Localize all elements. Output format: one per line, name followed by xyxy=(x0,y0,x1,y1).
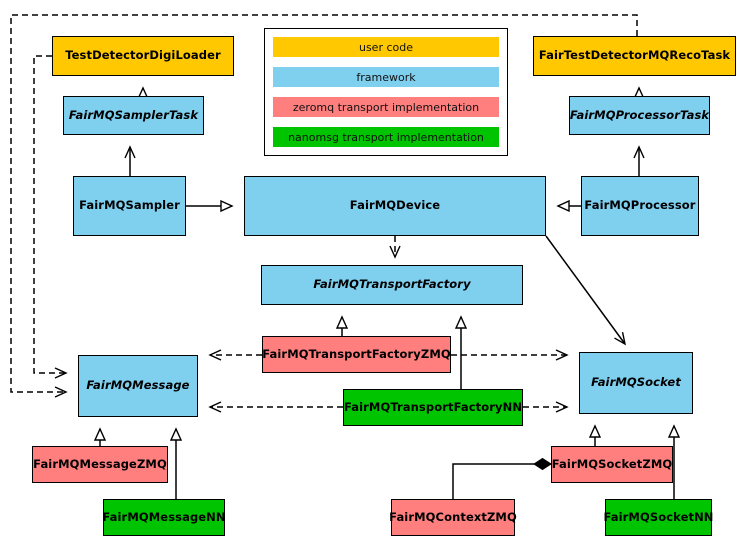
class-box-fairtestdetectormqrecotask[interactable]: FairTestDetectorMQRecoTask xyxy=(533,36,736,76)
edge-device-to-socket xyxy=(545,235,626,346)
class-box-fairmqcontextzmq[interactable]: FairMQContextZMQ xyxy=(389,499,517,536)
legend-item-user-code: user code xyxy=(273,37,499,57)
class-box-fairmqtransportfactory[interactable]: FairMQTransportFactory xyxy=(261,265,523,305)
class-box-fairmqsocketzmq[interactable]: FairMQSocketZMQ xyxy=(551,446,673,483)
color-legend: user code framework zeromq transport imp… xyxy=(264,28,508,156)
legend-item-nanomsg: nanomsg transport implementation xyxy=(273,127,499,147)
legend-item-framework: framework xyxy=(273,67,499,87)
class-box-fairmqtransportfactorynn[interactable]: FairMQTransportFactoryNN xyxy=(343,389,523,426)
class-box-fairmqsampler[interactable]: FairMQSampler xyxy=(73,176,186,236)
edge-contextzmq-to-socketzmq xyxy=(452,457,552,499)
class-box-fairmqmessagenn[interactable]: FairMQMessageNN xyxy=(102,499,226,536)
class-box-fairmqtransportfactoryzmq[interactable]: FairMQTransportFactoryZMQ xyxy=(262,336,451,373)
legend-item-zeromq: zeromq transport implementation xyxy=(273,97,499,117)
edge-digiloader-to-message xyxy=(33,55,68,379)
class-box-fairmqmessage[interactable]: FairMQMessage xyxy=(78,355,198,417)
class-box-fairmqsamplertask[interactable]: FairMQSamplerTask xyxy=(63,96,204,135)
class-box-fairmqsocket[interactable]: FairMQSocket xyxy=(579,352,693,414)
class-box-testdetectordigiloader[interactable]: TestDetectorDigiLoader xyxy=(52,36,234,76)
class-box-fairmqdevice[interactable]: FairMQDevice xyxy=(244,176,546,236)
class-box-fairmqmessagezmq[interactable]: FairMQMessageZMQ xyxy=(32,446,168,483)
class-box-fairmqprocessortask[interactable]: FairMQProcessorTask xyxy=(569,96,710,135)
class-box-fairmqsocketnn[interactable]: FairMQSocketNN xyxy=(603,499,713,536)
class-box-fairmqprocessor[interactable]: FairMQProcessor xyxy=(581,176,699,236)
